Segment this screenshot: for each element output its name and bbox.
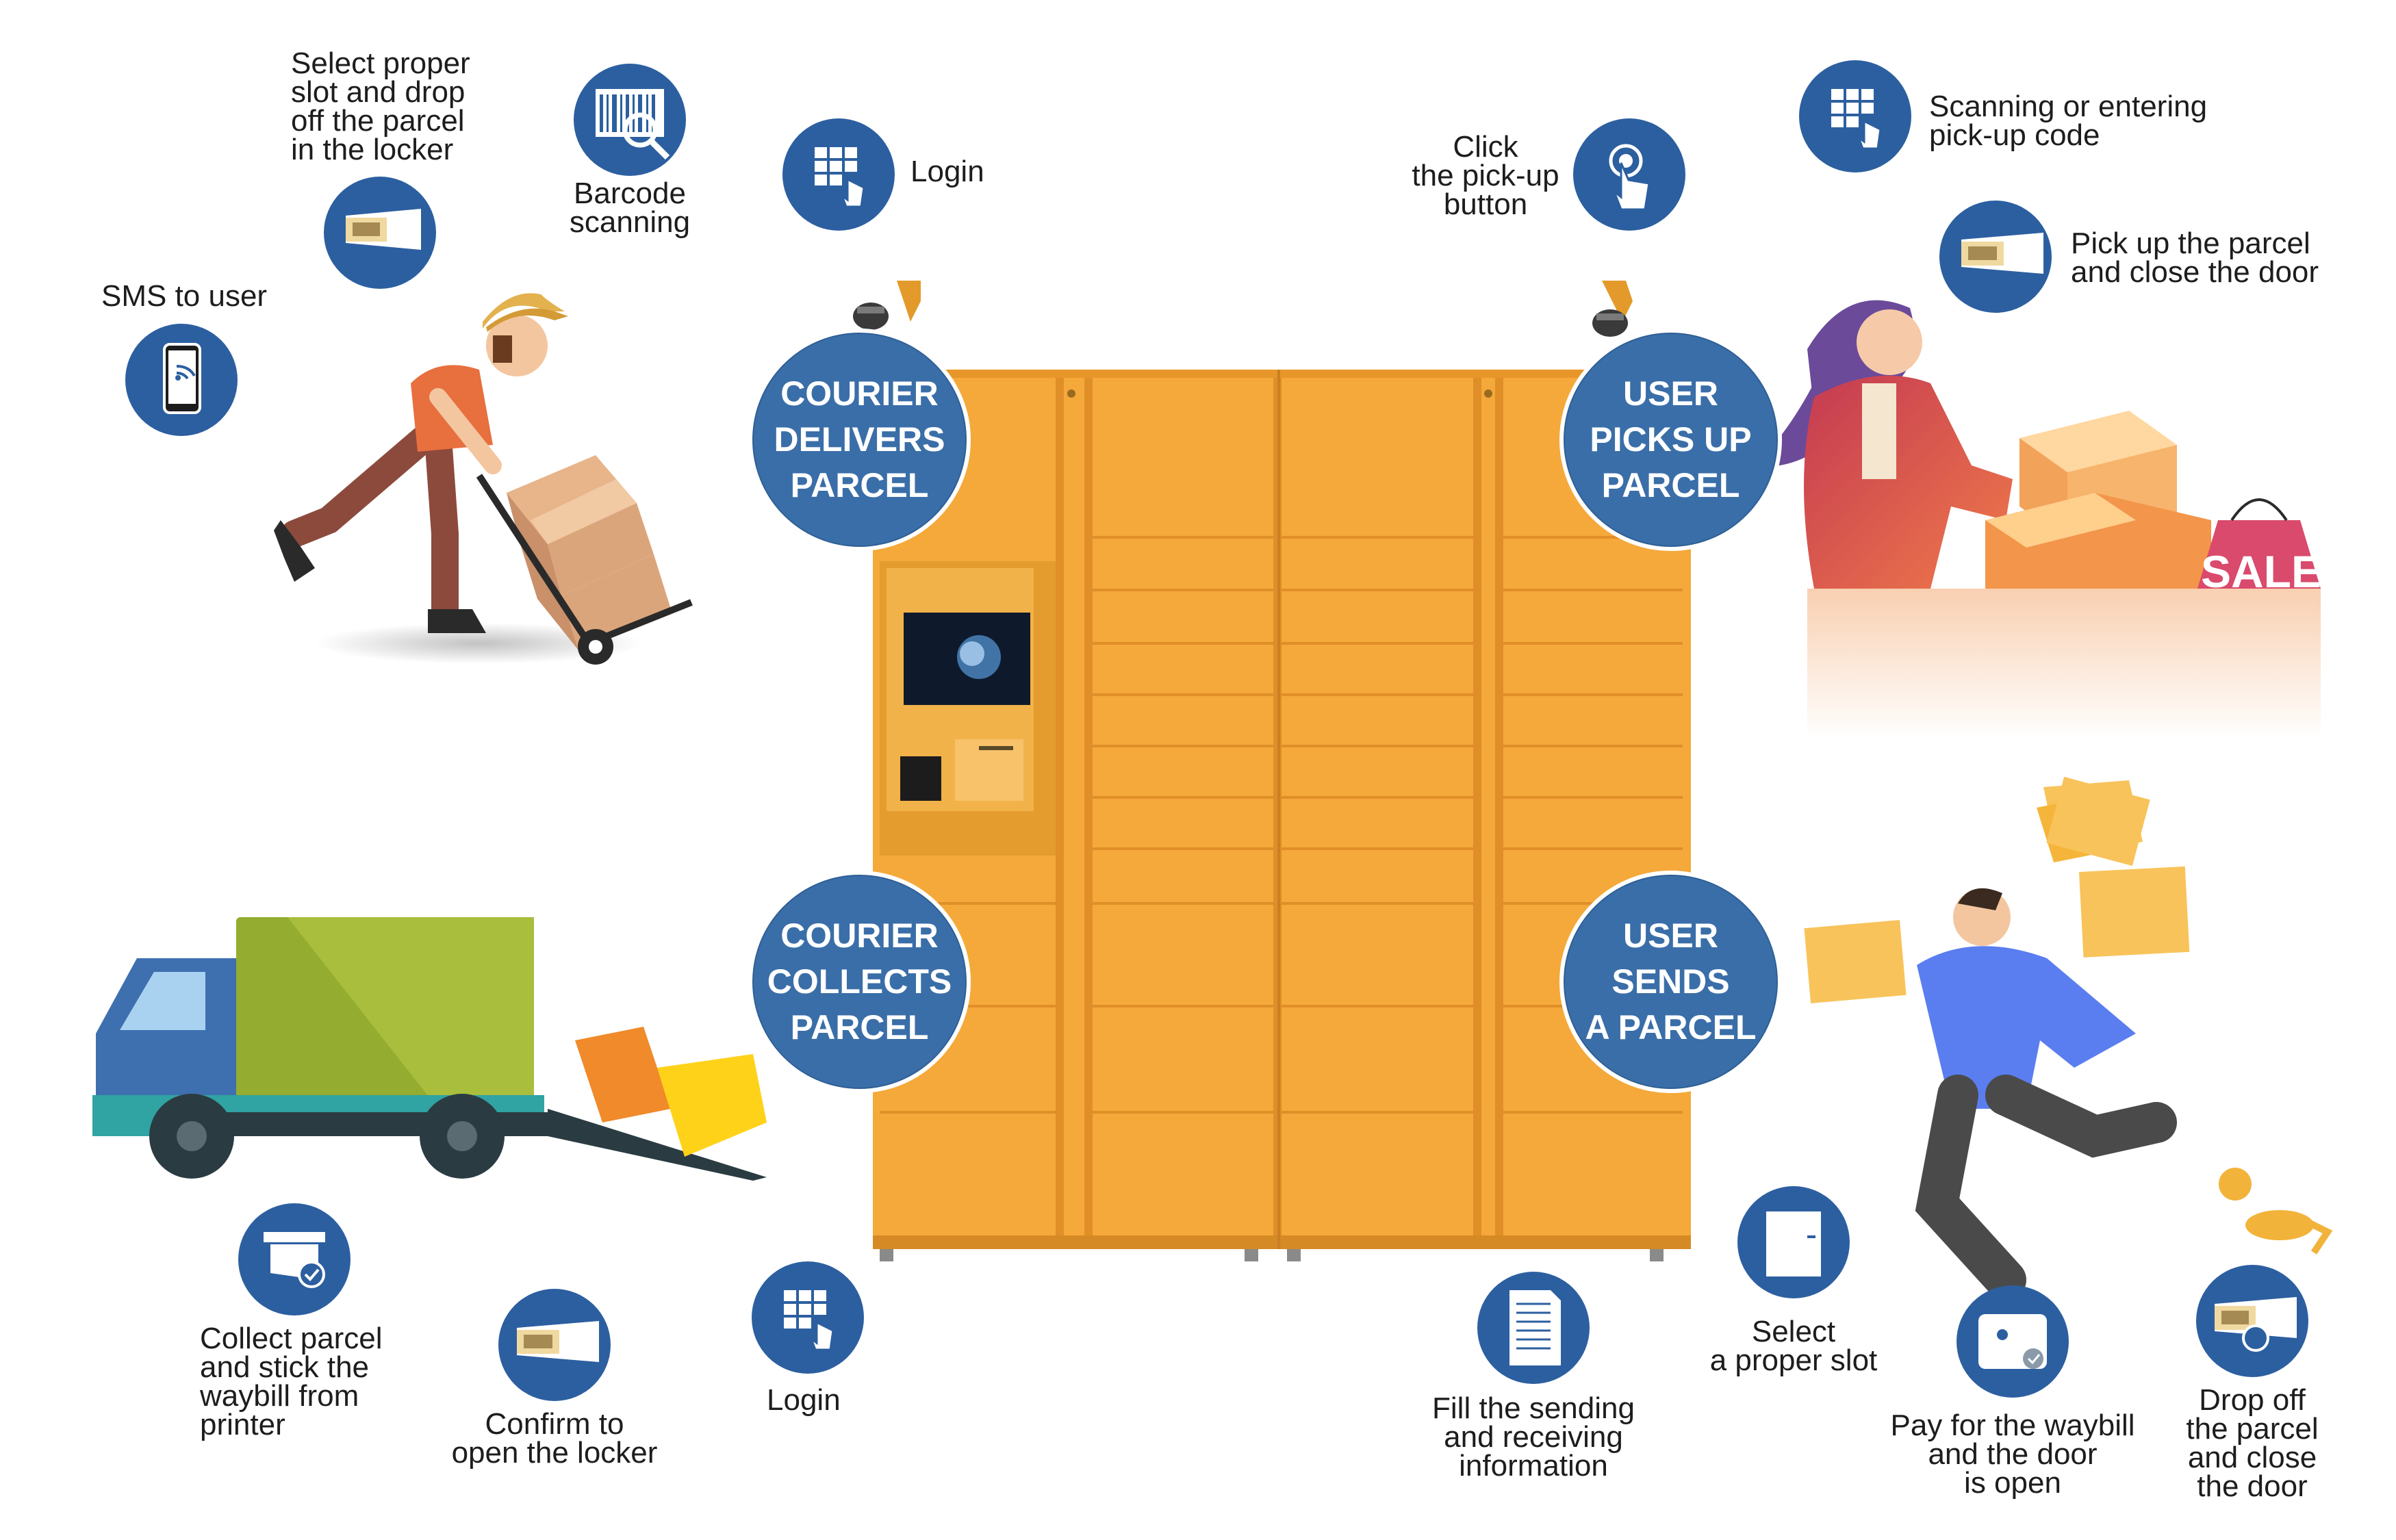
- man-running-boxes-illustration: [1804, 776, 2333, 1300]
- label-barcode-scanning: Barcode scanning: [569, 177, 691, 239]
- locker-drop-icon: [1939, 201, 2052, 313]
- locker-close-icon: [2196, 1265, 2308, 1377]
- parcel-locker-illustration: [853, 281, 1691, 1261]
- hub-user-sends: USER SENDS A PARCEL: [1559, 871, 1782, 1093]
- locker-drop-icon: [498, 1289, 611, 1401]
- label-pick-up-close: Pick up the parcel and close the door: [2071, 227, 2319, 289]
- label-pay-waybill: Pay for the waybill and the door is open: [1890, 1409, 2135, 1500]
- camera-left: [853, 281, 921, 330]
- barcode-scan-icon: [574, 64, 686, 176]
- label-fill-info: Fill the sending and receiving informati…: [1432, 1391, 1635, 1483]
- label-select-slot: Select a proper slot: [1709, 1315, 1878, 1377]
- hub-courier-collects: COURIER COLLECTS PARCEL: [748, 871, 971, 1093]
- label-collect-login: Login: [767, 1383, 841, 1417]
- hub-user-picks-up: USER PICKS UP PARCEL: [1559, 329, 1782, 551]
- label-courier-login: Login: [910, 155, 984, 188]
- toggle-check-icon: [1957, 1285, 2069, 1398]
- sale-tag-text: SALE: [2201, 546, 2321, 597]
- finger-tap-icon: [1573, 118, 1685, 231]
- smartphone-sms-icon: [125, 324, 238, 436]
- label-scan-pickup-code: Scanning or entering pick-up code: [1929, 90, 2208, 152]
- label-sms-to-user: SMS to user: [101, 279, 268, 313]
- document-icon: [1477, 1272, 1590, 1384]
- label-select-slot-drop: Select proper slot and drop off the parc…: [291, 47, 470, 166]
- woman-parcels-illustration: SALE: [1753, 300, 2321, 739]
- locker-drop-icon: [324, 177, 436, 289]
- locker-door-icon: [1737, 1186, 1850, 1298]
- keypad-touch-icon: [782, 118, 895, 231]
- delivery-truck-illustration: [92, 917, 767, 1181]
- label-click-pickup: Click the pick-up button: [1412, 130, 1559, 221]
- label-confirm-open: Confirm to open the locker: [451, 1407, 658, 1470]
- keypad-touch-icon: [752, 1261, 864, 1374]
- printer-check-icon: [238, 1203, 351, 1316]
- kiosk-panel: [880, 561, 1056, 856]
- label-drop-off-close: Drop off the parcel and close the door: [2186, 1383, 2319, 1503]
- courier-hand-truck-illustration: [274, 293, 693, 665]
- keypad-touch-icon: [1799, 60, 1911, 172]
- label-collect-waybill: Collect parcel and stick the waybill fro…: [200, 1322, 383, 1441]
- hub-courier-delivers: COURIER DELIVERS PARCEL: [748, 329, 971, 551]
- camera-right: [1592, 281, 1633, 337]
